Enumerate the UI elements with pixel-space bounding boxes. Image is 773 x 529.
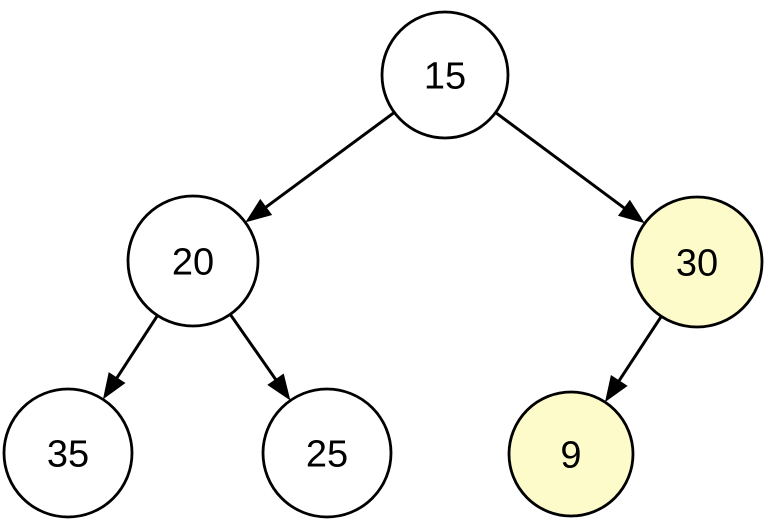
tree-node-circle-20 bbox=[126, 194, 260, 328]
tree-node-9: 9 bbox=[507, 390, 635, 518]
tree-node-circle-9 bbox=[507, 390, 635, 518]
tree-edge-arrowhead-icon bbox=[245, 198, 273, 223]
tree-edge-arrowhead-icon bbox=[267, 373, 291, 401]
tree-edge-arrowhead-icon bbox=[605, 374, 628, 403]
tree-node-label-30: 30 bbox=[676, 242, 718, 284]
tree-edge-15-20 bbox=[262, 111, 396, 211]
tree-edge-20-25 bbox=[228, 313, 280, 384]
tree-node-15: 15 bbox=[380, 10, 510, 140]
tree-edge-15-30 bbox=[494, 111, 629, 212]
tree-node-label-35: 35 bbox=[47, 433, 89, 475]
tree-node-label-15: 15 bbox=[424, 55, 466, 97]
tree-node-circle-30 bbox=[630, 195, 764, 329]
tree-edge-20-35 bbox=[113, 314, 159, 382]
tree-node-label-9: 9 bbox=[560, 434, 581, 476]
tree-node-circle-35 bbox=[2, 387, 134, 519]
tree-node-20: 20 bbox=[126, 194, 260, 328]
tree-node-label-20: 20 bbox=[172, 241, 214, 283]
tree-edge-30-9 bbox=[615, 315, 663, 385]
tree-node-25: 25 bbox=[261, 387, 393, 519]
tree-node-circle-25 bbox=[261, 387, 393, 519]
tree-node-label-25: 25 bbox=[306, 433, 348, 475]
tree-edge-arrowhead-icon bbox=[617, 199, 645, 224]
tree-node-35: 35 bbox=[2, 387, 134, 519]
tree-node-circle-15 bbox=[380, 10, 510, 140]
tree-edge-arrowhead-icon bbox=[102, 372, 126, 400]
tree-node-30: 30 bbox=[630, 195, 764, 329]
